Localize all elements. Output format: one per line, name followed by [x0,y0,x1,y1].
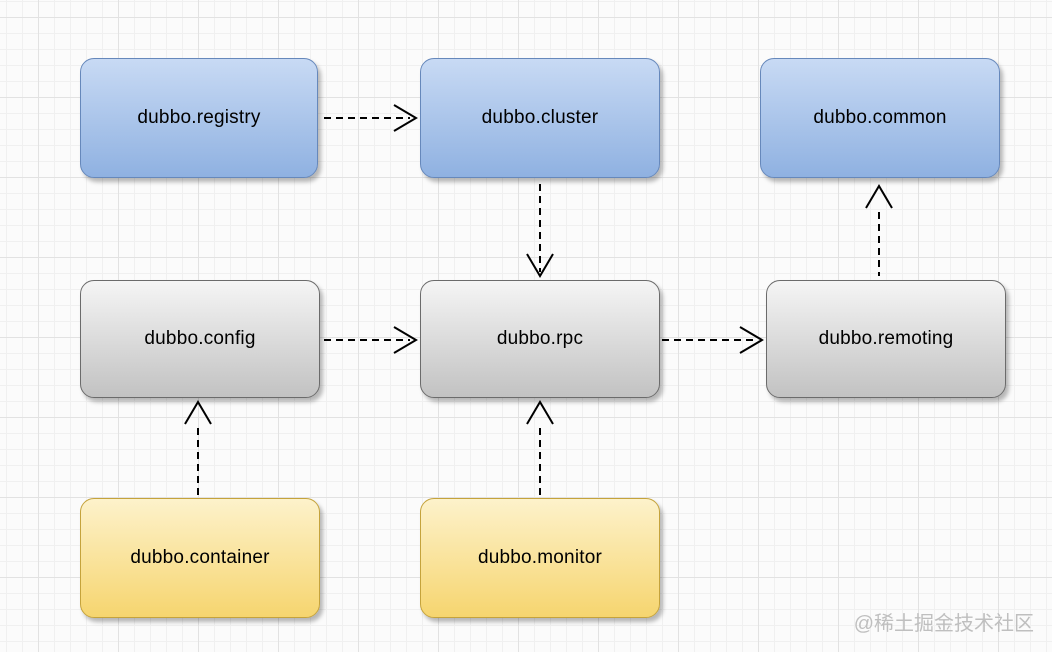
edge-remoting-to-common [865,184,893,276]
arrowhead-up-icon [865,184,893,209]
node-label: dubbo.rpc [496,328,584,349]
arrowhead-down-icon [526,253,554,278]
node-dubbo-registry: dubbo.registry [80,58,318,178]
node-label: dubbo.remoting [818,328,954,349]
edge-registry-to-cluster [324,104,418,132]
node-label: dubbo.cluster [481,107,599,128]
node-dubbo-cluster: dubbo.cluster [420,58,660,178]
node-dubbo-container: dubbo.container [80,498,320,618]
watermark: @稀土掘金技术社区 [853,613,1034,635]
node-dubbo-rpc: dubbo.rpc [420,280,660,398]
edge-rpc-to-remoting [662,326,764,354]
edge-monitor-to-rpc [526,400,554,496]
node-label: dubbo.common [813,107,947,128]
edge-config-to-rpc [324,326,418,354]
node-dubbo-remoting: dubbo.remoting [766,280,1006,398]
arrowhead-right-icon [393,326,418,354]
arrowhead-right-icon [393,104,418,132]
arrowhead-right-icon [739,326,764,354]
edge-cluster-to-rpc [526,184,554,278]
edge-container-to-config [184,400,212,496]
arrowhead-up-icon [526,400,554,425]
node-dubbo-config: dubbo.config [80,280,320,398]
arrowhead-up-icon [184,400,212,425]
node-label: dubbo.monitor [477,547,603,568]
node-label: dubbo.config [144,328,256,349]
node-label: dubbo.registry [137,107,261,128]
node-dubbo-monitor: dubbo.monitor [420,498,660,618]
node-dubbo-common: dubbo.common [760,58,1000,178]
node-label: dubbo.container [130,547,270,568]
